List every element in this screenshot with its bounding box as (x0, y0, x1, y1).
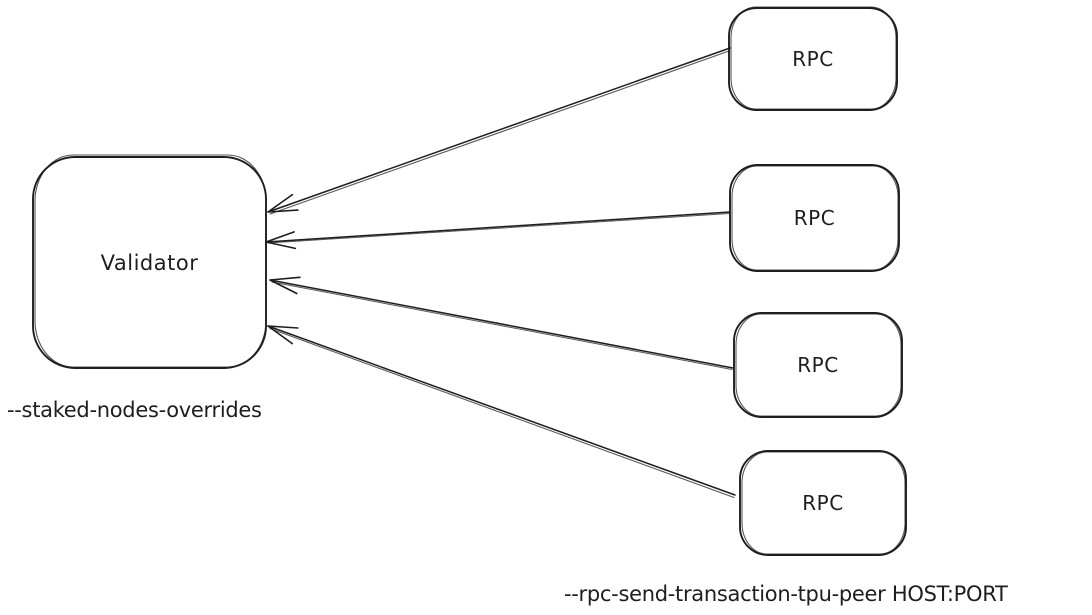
staked-nodes-overrides-flag-label: --staked-nodes-overrides (7, 398, 262, 422)
arrow-rpc1-to-validator (267, 47, 731, 215)
arrow-rpc2-to-validator (265, 211, 731, 250)
validator-node (32, 154, 267, 369)
arrow-rpc3-to-validator (269, 276, 734, 370)
arrow-rpc4-to-validator (267, 325, 736, 499)
rpc-node-1 (728, 6, 898, 111)
rpc-node-3 (733, 312, 903, 418)
rpc-node-4 (739, 450, 907, 556)
rpc-send-transaction-tpu-peer-flag-label: --rpc-send-transaction-tpu-peer HOST:POR… (564, 582, 1008, 606)
rpc-node-2 (729, 164, 900, 272)
